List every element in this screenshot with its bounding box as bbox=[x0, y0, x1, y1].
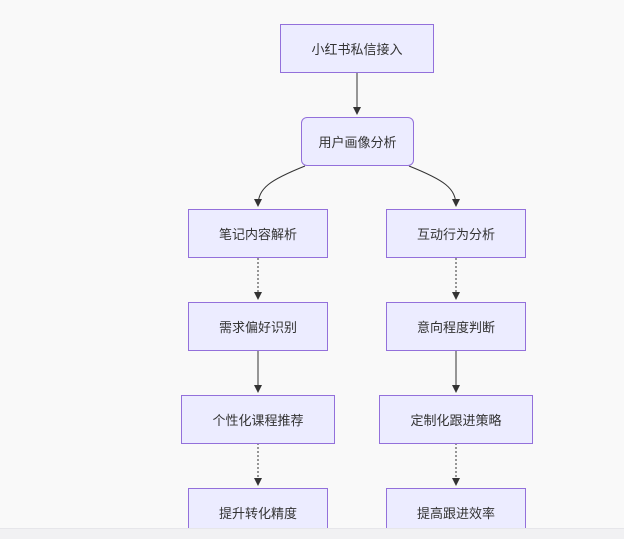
edge-n2-n3 bbox=[254, 165, 306, 207]
node-interaction-behavior-analysis: 互动行为分析 bbox=[386, 209, 526, 258]
bottom-scroll-bar bbox=[0, 528, 624, 539]
node-customized-followup-strategy: 定制化跟进策略 bbox=[379, 395, 533, 444]
node-intent-level-judgment: 意向程度判断 bbox=[386, 302, 526, 351]
node-note-content-parsing: 笔记内容解析 bbox=[188, 209, 328, 258]
node-need-preference-recognition: 需求偏好识别 bbox=[188, 302, 328, 351]
edge-n2-n4 bbox=[408, 165, 460, 207]
node-user-profile-analysis: 用户画像分析 bbox=[301, 117, 414, 166]
node-xiaohongshu-dm-access: 小红书私信接入 bbox=[280, 24, 434, 73]
node-personalized-course-recommendation: 个性化课程推荐 bbox=[181, 395, 335, 444]
